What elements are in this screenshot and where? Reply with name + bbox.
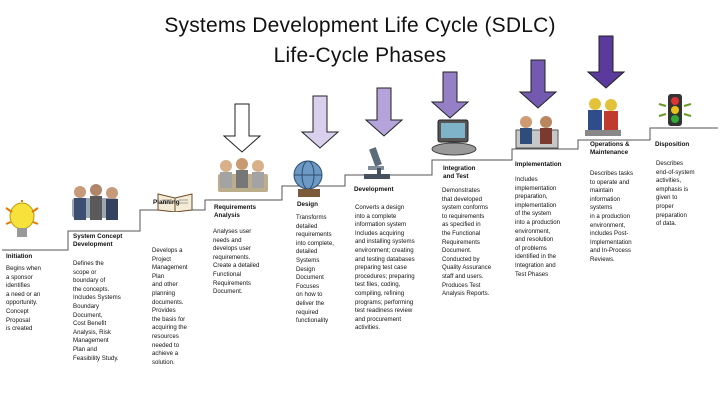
phase-desc-design: Transforms detailed requirements into co… [296, 214, 334, 325]
phase-desc-development: Converts a design into a complete inform… [355, 204, 415, 332]
phase-name-system-concept: System Concept Development [73, 233, 123, 248]
phase-name-initiation: Initiation [6, 253, 33, 260]
phase-name-implementation: Implementation [515, 161, 562, 168]
phase-name-planning: Planning [153, 199, 180, 206]
design-globe-icon [293, 160, 323, 197]
traffic-light-icon [658, 94, 692, 126]
microscope-icon [364, 147, 390, 179]
phase-name-design: Design [297, 201, 318, 208]
phase-name-requirements: Requirements Analysis [214, 204, 256, 219]
phase-name-operations: Operations & Maintenance [590, 141, 630, 156]
arrow-integration [430, 71, 470, 119]
phase-desc-integration: Demonstrates that developed system confo… [442, 187, 492, 298]
group-analysis-icon [218, 158, 268, 192]
phase-desc-system-concept: Defines the scope or boundary of the con… [73, 260, 121, 362]
phase-name-disposition: Disposition [655, 141, 690, 148]
arrow-implementation [518, 59, 558, 109]
arrow-development [364, 87, 404, 137]
phase-name-integration: Integration and Test [443, 165, 476, 180]
lightbulb-icon [5, 200, 39, 237]
phase-name-development: Development [354, 186, 394, 193]
arrow-design [300, 95, 340, 149]
book-icon [157, 193, 193, 212]
arrow-requirements [222, 103, 262, 153]
computer-test-icon [431, 119, 477, 156]
diagram-subtitle: Life-Cycle Phases [273, 44, 447, 67]
people-meeting-icon [72, 184, 118, 220]
phase-desc-operations: Describes tasks to operate and maintain … [590, 170, 634, 263]
phase-desc-planning: Develops a Project Management Plan and o… [152, 247, 188, 366]
phase-desc-disposition: Describes end-of-system activities, emph… [656, 160, 695, 228]
phase-desc-requirements: Analyses user needs and develops user re… [213, 228, 260, 296]
arrow-operations [586, 35, 626, 89]
workers-icon [585, 98, 621, 136]
builders-icon [515, 116, 559, 149]
phase-desc-initiation: Begins when a sponsor identifies a need … [6, 265, 41, 333]
phase-desc-implementation: Includes implementation preparation, imp… [515, 176, 561, 278]
diagram-title: Systems Development Life Cycle (SDLC) [164, 14, 556, 37]
